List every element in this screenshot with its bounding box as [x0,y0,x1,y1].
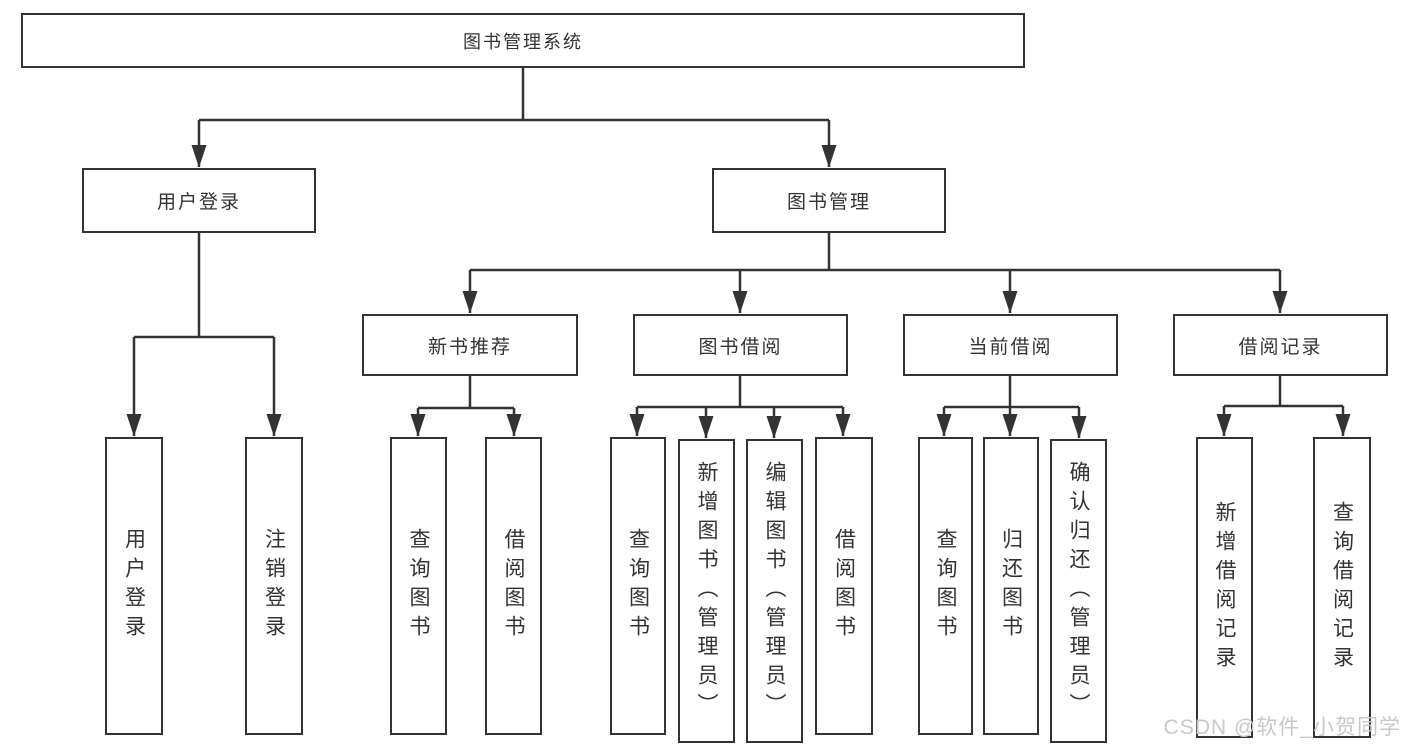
node-book-borrow: 图书借阅 [633,314,848,376]
leaf-borrow-add-book-admin: 新增图书（管理员） [678,439,735,743]
leaf-current-return-book: 归还图书 [983,437,1039,735]
node-book-management: 图书管理 [712,168,946,233]
leaf-newbook-borrow-book: 借阅图书 [485,437,542,735]
leaf-borrow-query-book: 查询图书 [610,437,666,735]
watermark: CSDN @软件_小贺同学 [1163,716,1401,739]
node-new-book-recommend: 新书推荐 [362,314,578,376]
node-user-login: 用户登录 [82,168,316,233]
leaf-logout: 注销登录 [245,437,303,735]
node-borrow-record: 借阅记录 [1173,314,1388,376]
leaf-record-add-record: 新增借阅记录 [1196,437,1253,738]
leaf-borrow-edit-book-admin: 编辑图书（管理员） [746,439,803,743]
node-root: 图书管理系统 [21,13,1025,68]
leaf-record-query-record: 查询借阅记录 [1313,437,1371,738]
leaf-current-confirm-return-admin: 确认归还（管理员） [1050,439,1107,743]
connector-arrows [126,120,1351,439]
leaf-newbook-query-book: 查询图书 [390,437,447,735]
node-current-borrow: 当前借阅 [903,314,1118,376]
connector-line [134,68,1343,410]
leaf-current-query-book: 查询图书 [918,437,973,735]
leaf-user-login: 用户登录 [105,437,163,735]
leaf-borrow-borrow-book: 借阅图书 [815,437,873,735]
